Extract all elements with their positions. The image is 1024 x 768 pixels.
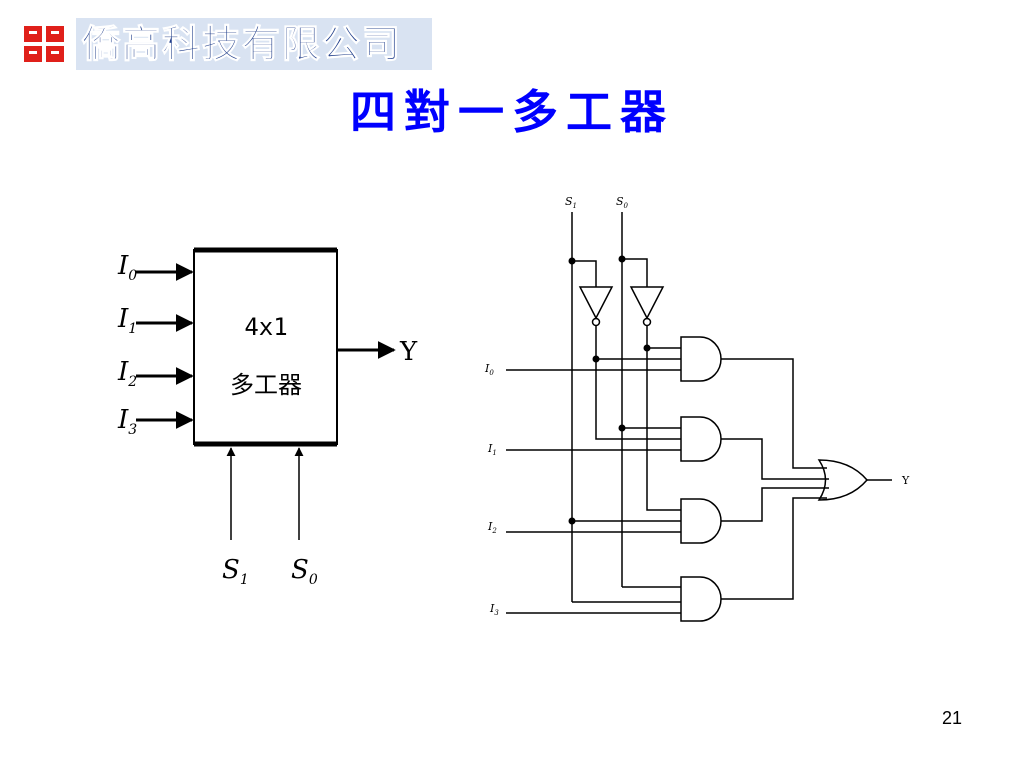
and-gate-1 [680, 416, 722, 462]
and-gate-0 [680, 336, 722, 382]
slide-title: 四對一多工器 [350, 85, 674, 139]
page-number: 21 [941, 708, 962, 728]
label-i1: I1 [117, 304, 137, 337]
mux-gate-circuit: S1 S0 I0 I1 I2 I3 Y [484, 195, 910, 622]
label-s1: S1 [222, 555, 249, 588]
inverter-s1 [578, 286, 614, 320]
circuit-label-s0: S0 [616, 195, 629, 210]
circuit-label-s1: S1 [565, 195, 577, 210]
circuit-label-output-y: Y [901, 474, 910, 487]
circuit-label-i3: I3 [489, 602, 499, 617]
company-name: 僑高科技有限公司 [76, 18, 432, 70]
label-i2: I2 [117, 357, 137, 390]
company-logo-icon [22, 22, 70, 66]
inverter-s0-bubble [642, 317, 652, 327]
or-gate [817, 459, 868, 501]
circuit-label-i1: I1 [487, 442, 497, 457]
circuit-label-i0: I0 [484, 362, 494, 377]
and-gate-2 [680, 498, 722, 544]
mux-box [193, 249, 338, 445]
inverter-s1-bubble [591, 317, 601, 327]
label-i3: I3 [117, 405, 137, 438]
company-logo: 僑高科技有限公司 [22, 18, 432, 70]
label-output-y: Y [399, 337, 418, 367]
mux-block-diagram: 4x1 多工器 I0 I1 I2 I3 Y S1 S0 [117, 247, 418, 588]
circuit-label-i2: I2 [487, 520, 497, 535]
mux-label-name: 多工器 [230, 371, 302, 399]
label-i0: I0 [117, 251, 137, 284]
and-gate-3 [680, 576, 722, 622]
inverter-s0 [629, 286, 665, 320]
label-s0: S0 [291, 555, 318, 588]
mux-label-size: 4x1 [244, 313, 287, 341]
